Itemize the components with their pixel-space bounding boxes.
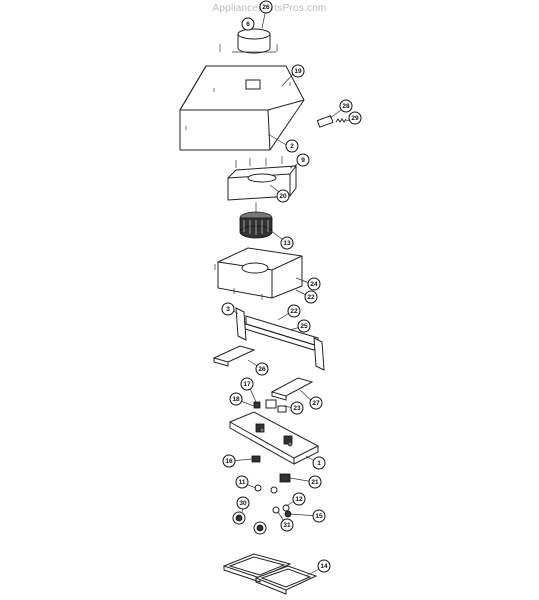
callout-20: 20 (276, 189, 290, 203)
callout-label: 22 (307, 294, 315, 301)
callout-label: 20 (279, 193, 287, 200)
switch-part (316, 115, 334, 128)
callout-label: 26 (262, 4, 270, 11)
callout-19: 19 (291, 64, 305, 78)
callout-13: 13 (280, 236, 294, 250)
callout-24: 24 (307, 277, 321, 291)
callout-label: 19 (294, 68, 302, 75)
callout-label: 15 (315, 513, 323, 520)
callout-label: 28 (342, 103, 350, 110)
screws-top (219, 44, 278, 52)
callout-label: 25 (300, 323, 308, 330)
callout-label: 27 (312, 400, 320, 407)
callout-18: 18 (229, 392, 243, 406)
callout-label: 3 (226, 306, 230, 313)
callout-label: 18 (232, 396, 240, 403)
callout-label: 6 (246, 21, 250, 28)
callout-9: 9 (296, 153, 310, 167)
blower-motor-part (239, 202, 273, 239)
callout-22: 22 (287, 304, 301, 318)
lamp-socket-parts (253, 399, 287, 413)
callout-27: 27 (309, 396, 323, 410)
callout-label: 14 (320, 563, 328, 570)
filter-rail-part (235, 307, 325, 371)
callout-label: 12 (295, 496, 303, 503)
callout-label: 11 (239, 479, 246, 486)
callout-label: 16 (225, 458, 233, 465)
spring-part (335, 118, 347, 123)
callout-15: 15 (312, 509, 326, 523)
callout-26: 26 (259, 0, 273, 14)
callout-label: 13 (283, 240, 291, 247)
callout-label: 31 (283, 522, 291, 529)
callout-17: 17 (240, 377, 254, 391)
callout-16: 16 (222, 454, 236, 468)
callout-6: 6 (241, 17, 255, 31)
small-hardware-parts (251, 455, 292, 518)
callout-3: 3 (221, 302, 235, 316)
callout-26: 26 (255, 362, 269, 376)
callout-22: 22 (304, 290, 318, 304)
callout-14: 14 (317, 559, 331, 573)
callout-21: 21 (308, 475, 322, 489)
bracket-left-part (212, 345, 256, 367)
callout-label: 22 (290, 308, 298, 315)
filter-part (222, 553, 318, 595)
callout-label: 1 (317, 460, 321, 467)
callout-label: 2 (290, 143, 294, 150)
duct-collar-part (232, 28, 276, 54)
control-panel-part (228, 411, 320, 465)
bracket-right-part (270, 377, 314, 401)
callout-label: 23 (293, 405, 301, 412)
callout-28: 28 (339, 99, 353, 113)
callout-label: 21 (311, 479, 319, 486)
callout-label: 30 (239, 500, 247, 507)
hood-body-part (179, 65, 305, 151)
knob-parts (232, 511, 267, 535)
callout-label: 29 (351, 115, 359, 122)
callout-29: 29 (348, 111, 362, 125)
callout-23: 23 (290, 401, 304, 415)
callout-label: 26 (258, 366, 266, 373)
callout-11: 11 (235, 475, 249, 489)
callout-12: 12 (292, 492, 306, 506)
callout-30: 30 (236, 496, 250, 510)
callout-label: 24 (310, 281, 318, 288)
callout-label: 17 (243, 381, 251, 388)
callout-2: 2 (285, 139, 299, 153)
motor-plate-part (227, 156, 298, 201)
divider-plate-part (214, 247, 303, 300)
callout-1: 1 (312, 456, 326, 470)
callout-31: 31 (280, 518, 294, 532)
callout-label: 9 (301, 157, 305, 164)
callout-25: 25 (297, 319, 311, 333)
